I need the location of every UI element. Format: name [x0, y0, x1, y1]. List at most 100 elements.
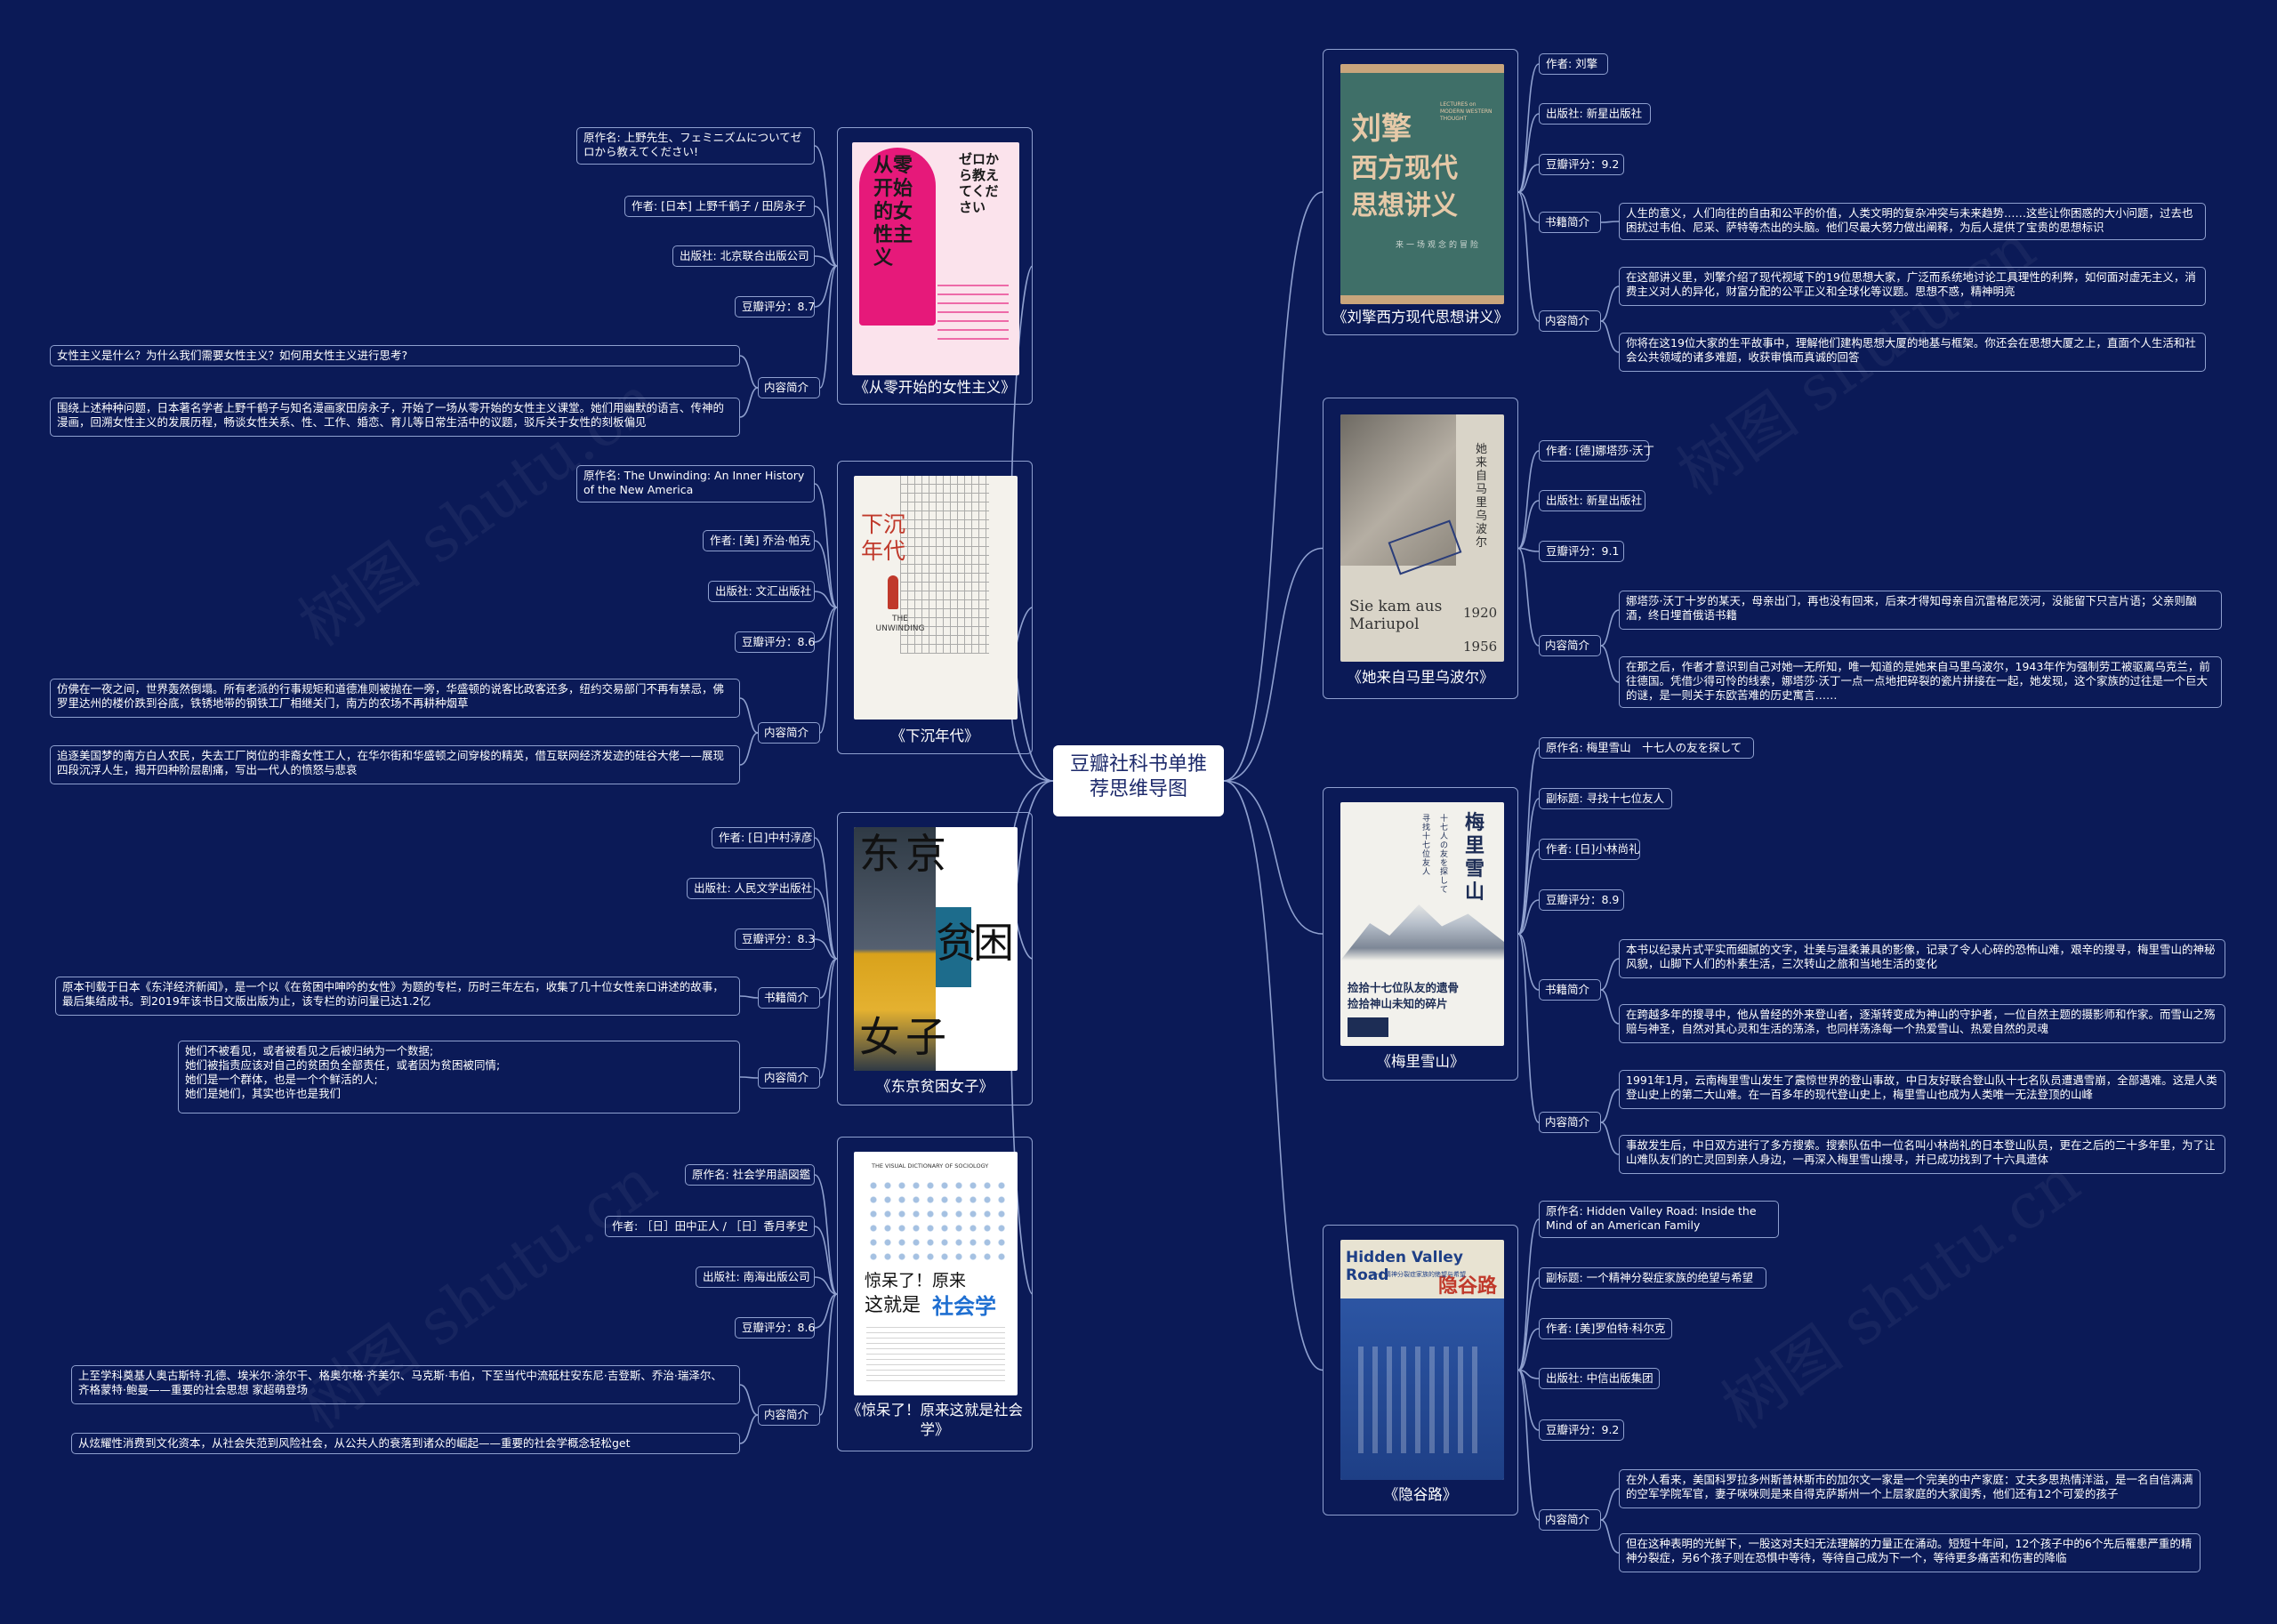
connector-line: [1517, 191, 1540, 322]
description-text[interactable]: 围绕上述种种问题，日本著名学者上野千鹤子与知名漫画家田房永子，开始了一场从零开始…: [50, 398, 740, 437]
info-node[interactable]: 出版社: 文汇出版社: [708, 581, 815, 602]
section-label[interactable]: 书籍简介: [1539, 979, 1601, 1001]
info-node[interactable]: 原作名: Hidden Valley Road: Inside the Mind…: [1539, 1201, 1779, 1238]
info-node[interactable]: 出版社: 南海出版公司: [696, 1266, 815, 1288]
info-node[interactable]: 作者: [德]娜塔莎·沃丁: [1539, 440, 1654, 462]
info-node[interactable]: 出版社: 中信出版集团: [1539, 1368, 1660, 1389]
description-text[interactable]: 从炫耀性消费到文化资本，从社会失范到风险社会，从公共人的衰落到诸众的崛起——重要…: [71, 1433, 740, 1454]
section-label[interactable]: 内容简介: [1539, 310, 1601, 332]
connector-line: [1517, 899, 1540, 935]
description-text[interactable]: 上至学科奠基人奥古斯特·孔德、埃米尔·涂尔干、格奥尔格·齐美尔、马克斯·韦伯，下…: [71, 1365, 740, 1404]
description-text[interactable]: 人生的意义，人们向往的自由和公平的价值，人类文明的复杂冲突与未来趋势……这些让你…: [1619, 203, 2206, 240]
connector-line: [1600, 609, 1620, 647]
info-node[interactable]: 出版社: 新星出版社: [1539, 490, 1645, 511]
info-node[interactable]: 作者: 刘擎: [1539, 53, 1608, 75]
connector-line: [739, 995, 759, 999]
book-card-feminism[interactable]: 从零开始的女性主义 ゼロから教えてください 《从零开始的女性主义》: [837, 127, 1033, 405]
section-label[interactable]: 内容简介: [1539, 635, 1601, 656]
section-label[interactable]: 内容简介: [758, 377, 820, 398]
section-label[interactable]: 内容简介: [758, 1404, 820, 1426]
info-node[interactable]: 作者: [美]罗伯特·科尔克: [1539, 1318, 1672, 1339]
info-node[interactable]: 豆瓣评分：8.9: [1539, 889, 1624, 911]
info-node[interactable]: 豆瓣评分：9.1: [1539, 541, 1624, 562]
book-card-meili[interactable]: 梅里雪山 十七人の友を探して 寻找十七位友人 捡拾十七位队友的遗骨 捡拾神山未知…: [1323, 787, 1518, 1081]
cover-title: 女子: [859, 1013, 952, 1061]
description-text[interactable]: 在外人看来，美国科罗拉多州斯普林斯市的加尔文一家是一个完美的中产家庭：丈夫多思热…: [1619, 1469, 2201, 1508]
section-label[interactable]: 书籍简介: [1539, 212, 1601, 233]
book-card-sociology[interactable]: THE VISUAL DICTIONARY OF SOCIOLOGY 惊呆了！原…: [837, 1137, 1033, 1451]
info-node[interactable]: 豆瓣评分：8.7: [735, 296, 815, 318]
book-card-tokyo[interactable]: 东京 贫困 女子 《东京贫困女子》: [837, 812, 1033, 1105]
description-text[interactable]: 她们不被看见，或者被看见之后被归纳为一个数据; 她们被指责应该对自己的贫困负全部…: [178, 1041, 740, 1113]
description-text[interactable]: 在这部讲义里，刘擎介绍了现代视域下的19位思想大家，广泛而系统地讨论工具理性的利…: [1619, 267, 2206, 306]
info-node[interactable]: 副标题: 一个精神分裂症家族的绝望与希望: [1539, 1267, 1766, 1289]
book-title: 《下沉年代》: [890, 728, 979, 744]
connector-line: [1517, 798, 1540, 935]
book-card-liuqing[interactable]: 刘擎 西方现代 思想讲义 LECTURES on MODERN WESTERN …: [1323, 49, 1518, 335]
connector-line: [819, 1293, 838, 1416]
description-text[interactable]: 娜塔莎·沃丁十岁的某天，母亲出门，再也没有回来，后来才得知母亲自沉雷格尼茨河，没…: [1619, 591, 2222, 630]
connector-line: [814, 540, 838, 608]
section-label[interactable]: 内容简介: [1539, 1112, 1601, 1133]
info-node[interactable]: 作者: [日本] 上野千鹤子 / 田房永子: [624, 196, 815, 217]
description-text[interactable]: 本书以纪录片式平实而细腻的文字，壮美与温柔兼具的影像，记录了令人心碎的恐怖山难，…: [1619, 939, 2225, 978]
connector-line: [1517, 63, 1540, 193]
description-text[interactable]: 在那之后，作者才意识到自己对她一无所知，唯一知道的是她来自马里乌波尔，1943年…: [1619, 656, 2222, 708]
info-node[interactable]: 出版社: 北京联合出版公司: [672, 245, 815, 267]
description-text[interactable]: 原本刊载于日本《东洋经济新闻》，是一个以《在贫困中呻吟的女性》为题的专栏，历时三…: [55, 977, 740, 1016]
connector-line: [814, 205, 838, 267]
description-text[interactable]: 仿佛在一夜之间，世界轰然倒塌。所有老派的行事规矩和道德准则被抛在一旁，华盛顿的说…: [50, 679, 740, 718]
cover-tagline: 来一场观念的冒险: [1396, 241, 1482, 250]
section-label[interactable]: 书籍简介: [758, 987, 820, 1009]
connector-line: [1517, 113, 1540, 193]
connector-line: [1517, 547, 1540, 552]
info-node[interactable]: 原作名: 上野先生、フェミニズムについてゼロから教えてください!: [576, 127, 815, 165]
info-node[interactable]: 作者: [日]中村淳彦: [712, 827, 815, 848]
info-node[interactable]: 作者: ［日］田中正人 / ［日］香月孝史: [605, 1216, 815, 1237]
connector-line: [814, 483, 838, 608]
description-text[interactable]: 1991年1月，云南梅里雪山发生了震惊世界的登山事故，中日友好联合登山队十七名队…: [1619, 1070, 2225, 1109]
connector-line: [1600, 989, 1620, 1025]
connector-line: [1517, 1328, 1540, 1371]
connector-line: [1517, 933, 1540, 991]
info-node[interactable]: 豆瓣评分：8.3: [735, 929, 815, 950]
cover-title: 思想讲义: [1351, 190, 1458, 221]
info-node[interactable]: 原作名: 社会学用語図鑑: [685, 1164, 815, 1186]
book-card-hidden-valley[interactable]: Hidden Valley Road 隐谷路 一个精神分裂症家族的绝望与希望 《…: [1323, 1225, 1518, 1515]
description-text[interactable]: 你将在这19位大家的生平故事中，理解他们建构思想大厦的地基与框架。你还会在思想大…: [1619, 333, 2206, 372]
section-label[interactable]: 内容简介: [1539, 1509, 1601, 1531]
info-node[interactable]: 原作名: The Unwinding: An Inner History of …: [576, 465, 815, 502]
book-card-mariupol[interactable]: 她来自马里乌波尔 Sie kam aus Mariupol 1920 1956 …: [1323, 398, 1518, 699]
connector-line: [1517, 848, 1540, 935]
connector-line: [739, 1384, 759, 1416]
info-node[interactable]: 出版社: 人民文学出版社: [687, 878, 815, 899]
connector-line: [1517, 1369, 1540, 1521]
book-card-unwinding[interactable]: 下沉年代 THE UNWINDING 《下沉年代》: [837, 461, 1033, 754]
connector-line: [814, 938, 838, 960]
description-text[interactable]: 事故发生后，中日双方进行了多方搜索。搜索队伍中一位名叫小林尚礼的日本登山队员，更…: [1619, 1135, 2225, 1174]
description-text[interactable]: 追逐美国梦的南方白人农民，失去工厂岗位的非裔女性工人，在华尔街和华盛顿之间穿梭的…: [50, 745, 740, 784]
info-node[interactable]: 作者: [日]小林尚礼: [1539, 839, 1640, 860]
info-node[interactable]: 豆瓣评分：9.2: [1539, 154, 1624, 175]
description-text[interactable]: 女性主义是什么？为什么我们需要女性主义？如何用女性主义进行思考?: [50, 345, 740, 366]
cover-subtitle: 一个精神分裂症家族的绝望与希望: [1372, 1271, 1466, 1278]
connector-line: [1517, 450, 1540, 550]
info-node[interactable]: 副标题: 寻找十七位友人: [1539, 788, 1672, 809]
connector-line: [1600, 285, 1620, 322]
info-node[interactable]: 作者: [美] 乔治·帕克: [703, 530, 815, 551]
section-label[interactable]: 内容简介: [758, 1067, 820, 1089]
info-node[interactable]: 原作名: 梅里雪山 十七人の友を探して: [1539, 737, 1754, 759]
section-label[interactable]: 内容简介: [758, 722, 820, 744]
connector-line: [1517, 164, 1540, 193]
connector-line: [1517, 747, 1540, 935]
connector-line: [739, 355, 759, 389]
info-node[interactable]: 豆瓣评分：8.6: [735, 631, 815, 653]
info-node[interactable]: 豆瓣评分：9.2: [1539, 1419, 1624, 1441]
description-text[interactable]: 在跨越多年的搜寻中，他从曾经的外来登山者，逐渐转变成为神山的守护者，一位自然主题…: [1619, 1004, 2225, 1043]
info-node[interactable]: 出版社: 新星出版社: [1539, 103, 1651, 125]
root-node[interactable]: 豆瓣社科书单推荐思维导图: [1053, 745, 1224, 816]
description-text[interactable]: 但在这种表明的光鲜下，一股这对夫妇无法理解的力量正在涌动。短短十年间，12个孩子…: [1619, 1533, 2201, 1572]
info-node[interactable]: 豆瓣评分：8.6: [735, 1317, 815, 1339]
connector-line: [1517, 1218, 1540, 1371]
